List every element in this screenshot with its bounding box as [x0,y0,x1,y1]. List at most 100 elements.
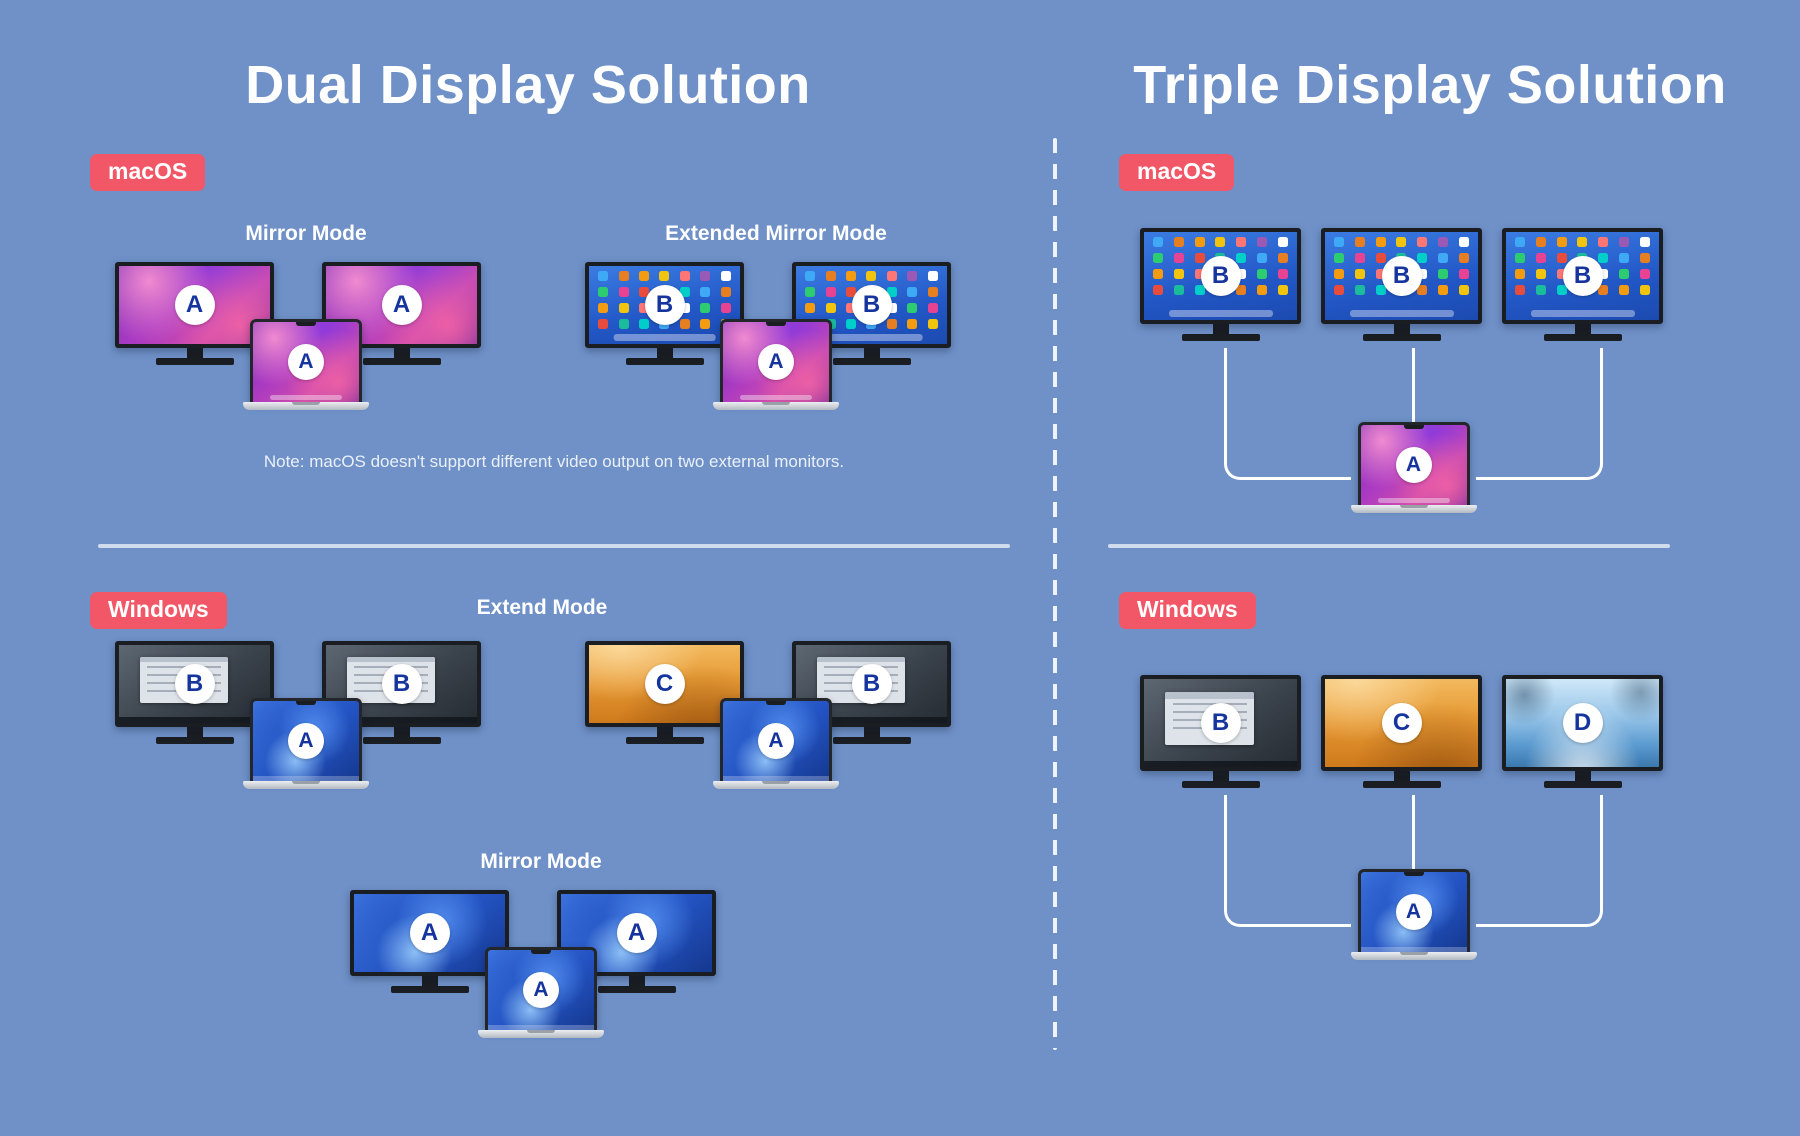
display-letter-badge: B [381,664,422,704]
app-icon [1618,269,1629,279]
connection-line-left [1224,795,1351,927]
app-icon [720,271,731,281]
monitor-row: B C D [1140,675,1687,788]
monitor-stand-neck [393,727,410,737]
monitor-b: B [1140,228,1301,341]
monitor-stand-base [1362,781,1441,788]
taskbar [119,717,270,723]
taskbar [488,1025,594,1030]
taskbar [326,717,477,723]
app-icon [679,319,690,329]
app-icon [1355,269,1366,279]
app-icon [1618,285,1629,295]
triple-display-title: Triple Display Solution [1133,55,1727,115]
monitor-d: D [1502,675,1663,788]
monitor-stand-neck [1574,324,1591,334]
connection-line-left [1224,348,1351,480]
app-icon [598,271,609,281]
monitor-screen: B [115,641,274,727]
display-letter: A [298,729,314,752]
dual-display-title: Dual Display Solution [245,55,811,115]
connection-line-center [1412,795,1415,869]
app-icon [720,287,731,297]
monitor-c: C [585,641,744,744]
app-icon [1437,285,1448,295]
app-icon [846,303,857,313]
dock-bar [269,395,343,400]
app-icon [1236,253,1247,263]
monitor-stand-neck [863,727,880,737]
laptop-base [1350,505,1477,513]
laptop-screen: A [720,319,832,402]
monitor-b: B [322,641,481,744]
dock-bar [820,334,923,341]
app-icon [1437,269,1448,279]
app-icon [679,271,690,281]
laptop-base [1350,952,1477,960]
app-icon [679,287,690,297]
laptop-notch [292,402,320,405]
laptop-a: A [243,698,369,789]
monitor-stand-base [362,358,441,365]
monitor-stand-base [597,986,676,993]
app-icon [1639,253,1650,263]
monitor-b: B [1140,675,1301,788]
app-icon [927,287,938,297]
taskbar [1144,761,1297,767]
monitor-stand-neck [656,348,673,358]
app-icon [1417,237,1428,247]
display-letter: A [298,350,314,373]
monitor-stand-base [1362,334,1441,341]
app-icon [1375,253,1386,263]
app-icon [886,287,897,297]
display-letter-badge: A [288,723,324,759]
app-icon [1334,237,1345,247]
monitor-stand-base [832,358,911,365]
dock-bar [1530,310,1635,317]
app-icon [1536,269,1547,279]
laptop-screen: A [250,698,362,781]
monitor-stand-neck [421,976,438,986]
app-icon [1515,253,1526,263]
separator-right [1108,544,1670,548]
monitor-a: A [557,890,716,993]
display-letter-badge: B [1562,256,1603,296]
display-letter-badge: D [1562,703,1603,743]
app-icon [618,319,629,329]
app-icon [907,319,918,329]
app-icon [1458,253,1469,263]
app-icon [1174,237,1185,247]
laptop-base [243,781,369,789]
monitor-screen: B [1140,675,1301,771]
app-icon [866,271,877,281]
monitor-screen: B [322,641,481,727]
monitor-stand-base [390,986,469,993]
mode-label: Mirror Mode [245,222,367,245]
app-icon [1334,269,1345,279]
laptop-base [478,1030,604,1038]
monitor-screen: C [1321,675,1482,771]
monitor-screen: A [350,890,509,976]
app-icon [1355,253,1366,263]
app-icon [1256,253,1267,263]
monitor-b: B [1321,228,1482,341]
display-letter-badge: C [644,664,685,704]
display-letter: D [1573,709,1592,736]
app-icon [1375,237,1386,247]
laptop-a: A [1350,422,1477,513]
app-icon [1236,269,1247,279]
laptop-notch [1399,505,1428,508]
app-icon [805,287,816,297]
monitor-stand-base [1181,781,1260,788]
app-icon [1536,285,1547,295]
badge-windows-left: Windows [90,592,227,630]
display-letter-badge: B [1200,703,1241,743]
app-icon [1153,269,1164,279]
badge-macos-right: macOS [1119,154,1235,192]
monitor-stand-neck [186,348,203,358]
